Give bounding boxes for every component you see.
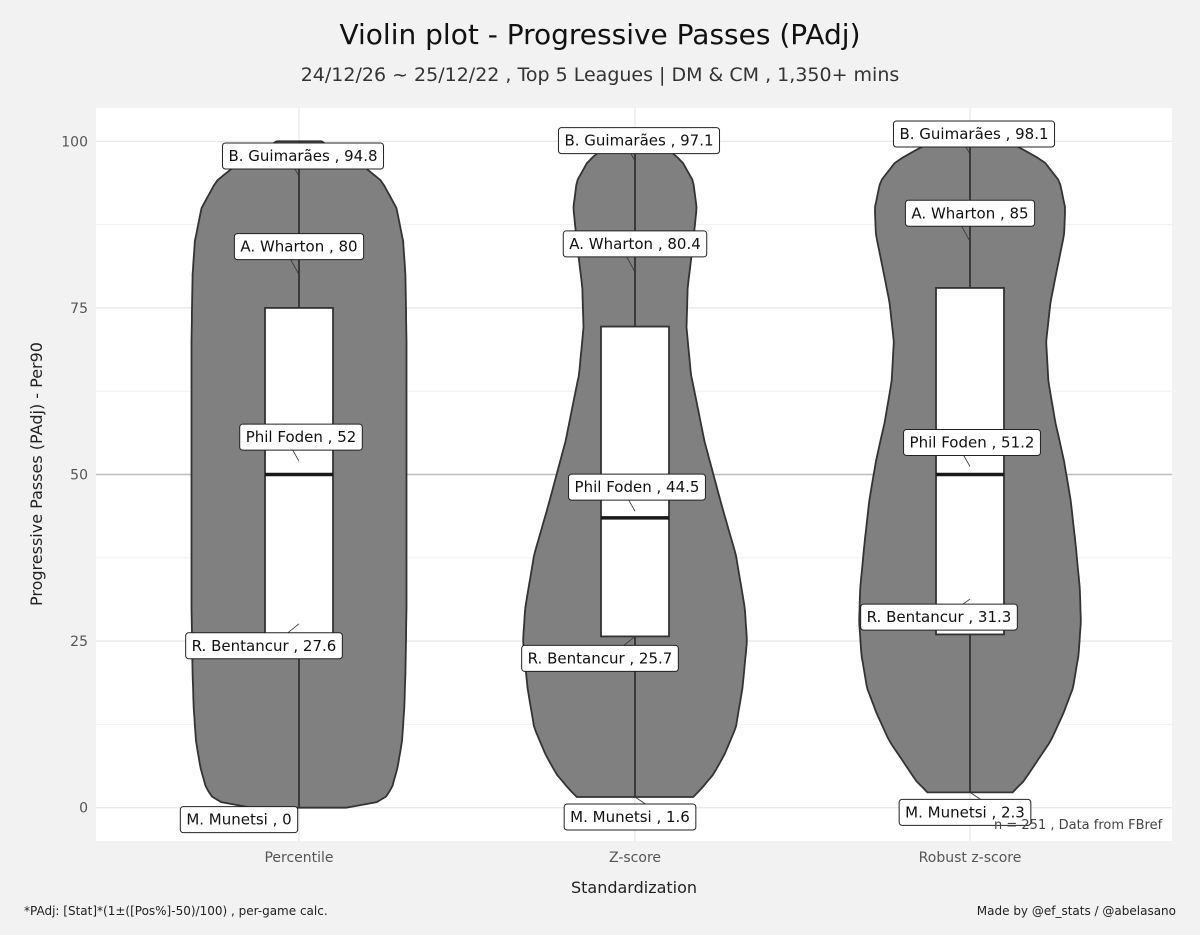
annotation-label: A. Wharton , 85	[911, 204, 1028, 222]
x-axis-title: Standardization	[571, 878, 697, 897]
annotation-label: M. Munetsi , 2.3	[905, 803, 1025, 821]
annotation-label: B. Guimarães , 98.1	[899, 125, 1048, 143]
annotation-box	[221, 142, 385, 170]
y-tick-label: 50	[70, 468, 88, 484]
annotation-box	[562, 230, 708, 258]
annotation-box	[568, 473, 706, 501]
chart-title: Violin plot - Progressive Passes (PAdj)	[339, 18, 861, 51]
x-tick-label: Percentile	[264, 850, 333, 866]
footnote-formula: *PAdj: [Stat]*(1±([Pos%]-50)/100) , per-…	[24, 904, 328, 918]
annotation-box	[185, 632, 343, 660]
annotation-label: Phil Foden , 52	[246, 428, 357, 446]
annotation-box	[898, 798, 1032, 826]
annotation-label: A. Wharton , 80	[240, 238, 357, 256]
annotation-box	[233, 233, 365, 261]
annotation-box	[563, 803, 697, 831]
x-tick-label: Robust z-score	[919, 850, 1022, 866]
y-tick-label: 25	[70, 634, 88, 650]
annotation-label: R. Bentancur , 25.7	[528, 649, 673, 667]
annotation-label: R. Bentancur , 31.3	[867, 608, 1012, 626]
footnote-credit: Made by @ef_stats / @abelasano	[976, 904, 1176, 918]
chart-subtitle: 24/12/26 ~ 25/12/22 , Top 5 Leagues | DM…	[300, 64, 900, 86]
annotation-box	[521, 644, 679, 672]
annotation-box	[557, 127, 721, 155]
annotation-label: B. Guimarães , 94.8	[228, 147, 377, 165]
annotation-label: Phil Foden , 51.2	[910, 434, 1035, 452]
annotation-box	[860, 603, 1018, 631]
annotation-box	[892, 120, 1056, 148]
annotation-label: M. Munetsi , 0	[186, 811, 291, 829]
annotation-label: R. Bentancur , 27.6	[192, 637, 337, 655]
annotation-label: Phil Foden , 44.5	[575, 478, 700, 496]
x-tick-label: Z-score	[609, 850, 661, 866]
sample-note: n = 251 , Data from FBref	[994, 818, 1163, 833]
y-tick-label: 75	[70, 301, 88, 317]
annotation-label: A. Wharton , 80.4	[569, 235, 701, 253]
annotation-label: B. Guimarães , 97.1	[564, 132, 713, 150]
annotation-label: M. Munetsi , 1.6	[570, 808, 690, 826]
annotation-box	[179, 806, 299, 834]
y-tick-label: 100	[61, 134, 88, 150]
annotations: B. Guimarães , 94.8 A. Wharton , 80 Phil F…	[179, 120, 1056, 834]
y-axis-title: Progressive Passes (PAdj) - Per90	[27, 342, 46, 606]
violins	[190, 140, 1082, 809]
annotation-box	[903, 429, 1041, 457]
annotation-box	[904, 199, 1036, 227]
y-tick-label: 0	[79, 801, 88, 817]
annotation-box	[239, 423, 363, 451]
box	[935, 287, 1005, 636]
